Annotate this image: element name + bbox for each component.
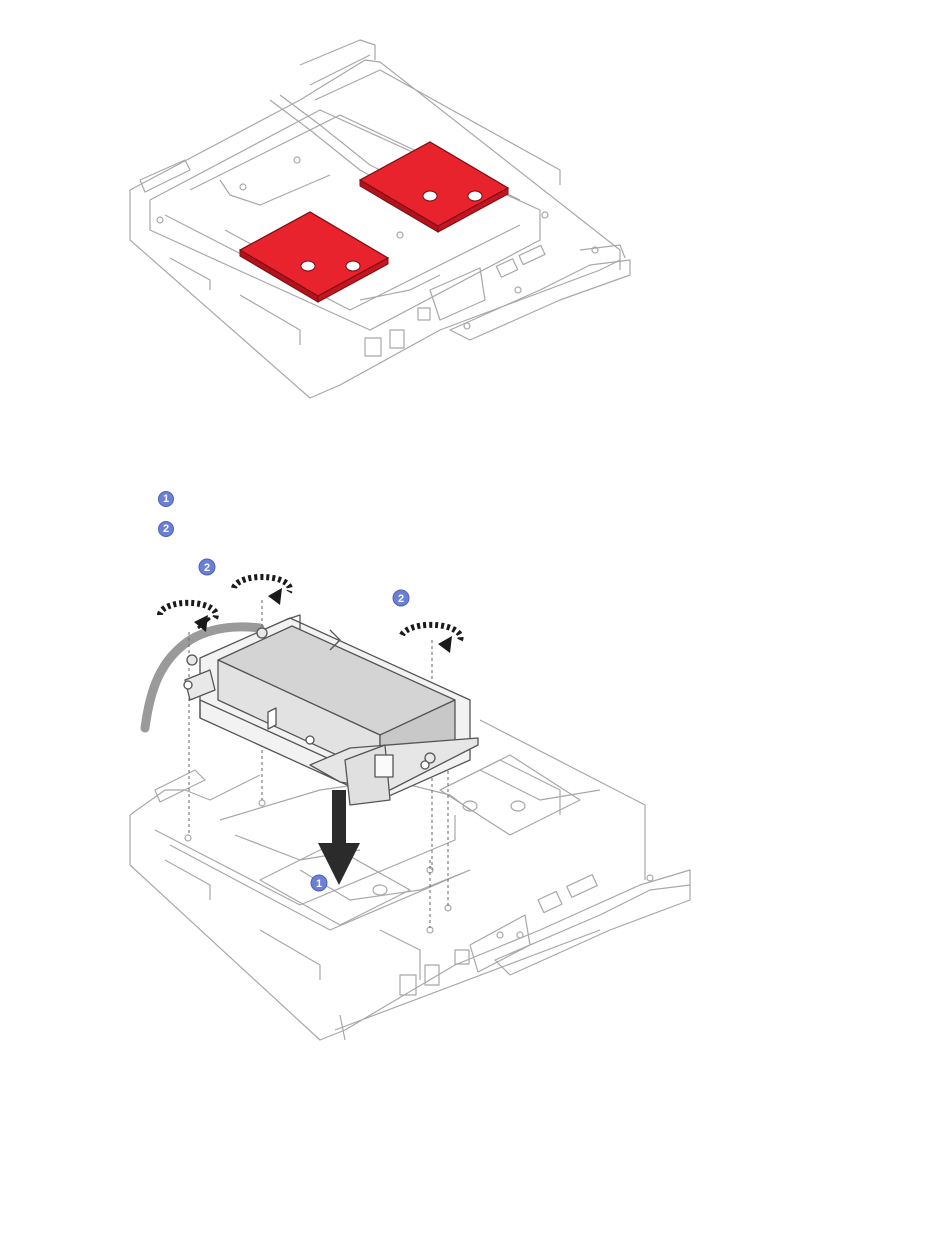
step-item-1: 1 [158,484,184,514]
rotate-screw-icon-middle [234,577,290,605]
thermal-pad-1 [240,212,388,302]
figure-callouts: 2 2 1 [199,559,409,891]
step-list: 1 2 [158,484,184,544]
callout-1-icon-fig [311,875,327,891]
tray-outline-bottom [340,260,620,385]
tray-inner-frame [150,110,540,330]
callout-2-label-b: 2 [398,593,404,605]
alignment-guides [189,600,448,928]
rotate-screw-icon-left [160,603,216,632]
step-item-2: 2 [158,514,184,544]
thermal-pad-2 [360,142,508,232]
callout-1-icon: 1 [158,491,174,507]
callout-2-icon-a [199,559,215,575]
insert-arrow [318,790,360,885]
coolant-hose [145,627,260,728]
rotate-screw-icon-right [402,625,461,653]
tray-outline-top [130,60,620,270]
callout-2-icon-b [393,590,409,606]
callout-1-label-fig: 1 [316,878,322,890]
drive-cage [184,615,478,805]
callout-2-icon: 2 [158,521,174,537]
lower-tray [130,720,690,1040]
figure-thermal-pads [0,0,950,420]
callout-2-label-a: 2 [204,562,210,574]
rotate-icons [160,577,461,653]
